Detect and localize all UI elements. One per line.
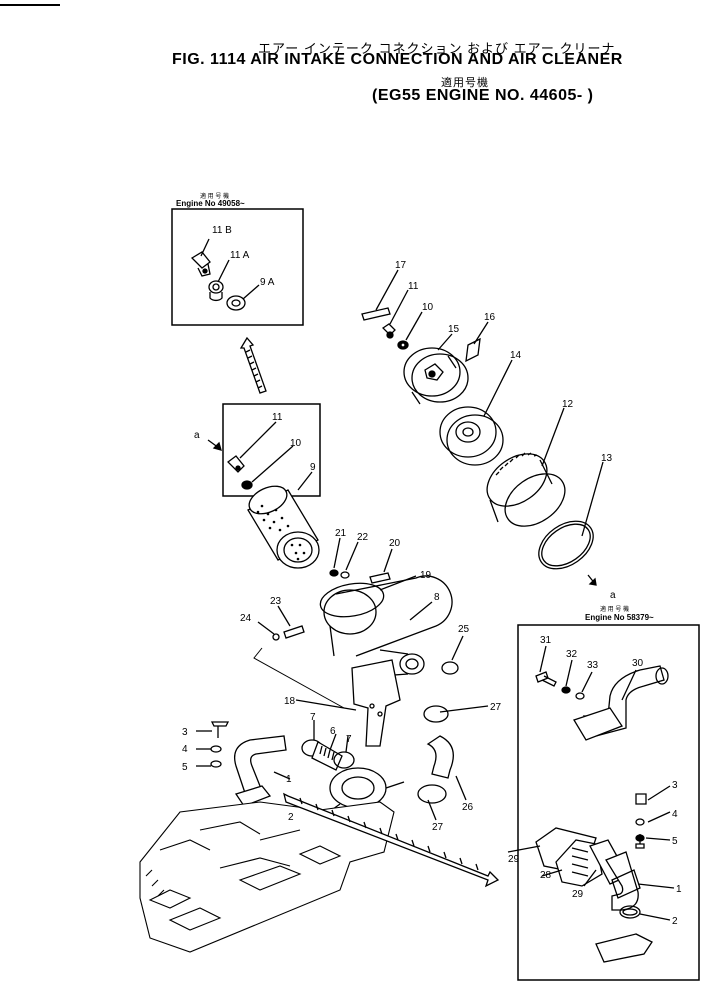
callout-25: 25: [458, 624, 470, 635]
top-inset: 適 用 号 機 Engine No 49058~: [171, 192, 304, 326]
callout-10-box: 10: [290, 438, 302, 449]
part-28-adapter: [555, 839, 603, 887]
callout-10-top: 10: [422, 302, 434, 313]
callout-13: 13: [601, 453, 613, 464]
callout-17: 17: [395, 260, 407, 271]
title-japanese: エアー インテーク コネクション および エアー クリーナ: [258, 41, 616, 56]
callout-4-right: 4: [672, 809, 678, 820]
callout-18: 18: [284, 696, 296, 707]
callout-11b: 11 B: [212, 225, 232, 236]
callout-9: 9: [310, 462, 316, 473]
hatched-arrow-up: [239, 336, 267, 394]
callout-29-right: 29: [572, 889, 584, 900]
callout-3: 3: [182, 727, 188, 738]
callout-30: 30: [632, 658, 644, 669]
part-26-hose: [426, 735, 454, 779]
callout-1-right: 1: [676, 884, 682, 895]
part-11-wingnut: [381, 323, 396, 339]
bolts-23-24: [257, 605, 305, 641]
figure-title: FIG. 1114 AIR INTAKE CONNECTION AND AIR …: [172, 51, 623, 68]
callout-31: 31: [540, 635, 552, 646]
callout-a-left: a: [194, 430, 200, 441]
callout-16: 16: [484, 312, 496, 323]
part-11b-wingbolt: [190, 251, 211, 277]
right-inset: 適 用 号 機 Engine No 58379~: [507, 605, 700, 981]
callout-9a: 9 A: [260, 277, 275, 288]
right-inset-label-en: Engine No 58379~: [585, 613, 654, 622]
callout-15: 15: [448, 324, 460, 335]
callout-27-lower: 27: [432, 822, 444, 833]
part-9-safety-element: [247, 471, 320, 569]
part-19-clamp-band: [319, 582, 385, 618]
part-1-elbow-right: [605, 851, 639, 911]
left-cap-box: [207, 403, 321, 497]
part-13-o-ring: [538, 520, 594, 570]
part-14-element-cover: [439, 406, 504, 466]
callout-32: 32: [566, 649, 578, 660]
applicable-label-jp: 適用号機: [441, 77, 489, 89]
bolts-20-21-22: [329, 537, 393, 584]
part-9a-washer: [226, 295, 246, 311]
callout-11-box: 11: [272, 412, 283, 423]
callout-21: 21: [335, 528, 347, 539]
hatched-arrow-diagonal: [283, 792, 500, 888]
callout-20: 20: [389, 538, 401, 549]
top-inset-label-en: Engine No 49058~: [176, 199, 245, 208]
callout-23: 23: [270, 596, 282, 607]
corner-rule: [0, 4, 60, 6]
callout-a-right: a: [610, 590, 616, 601]
callout-7-left: 7: [310, 712, 316, 723]
engine-number-subtitle: (EG55 ENGINE NO. 44605- ): [372, 87, 594, 104]
callout-28: 28: [540, 870, 552, 881]
callout-5: 5: [182, 762, 188, 773]
callout-3-right: 3: [672, 780, 678, 791]
part-17-label-plate: [361, 307, 391, 321]
part-8-air-cleaner-body: [323, 575, 459, 747]
callout-4: 4: [182, 744, 188, 755]
callout-1: 1: [286, 774, 292, 785]
part-27-hose-clamp-lower: [417, 784, 447, 804]
callout-2-right: 2: [672, 916, 678, 927]
callout-19: 19: [420, 570, 432, 581]
callout-33: 33: [587, 660, 599, 671]
part-10-washer: [397, 340, 409, 350]
callout-2: 2: [288, 812, 294, 823]
callout-26: 26: [462, 802, 474, 813]
top-inset-label-jp: 適 用 号 機: [200, 192, 229, 200]
part-15-cleaner-cap: [403, 347, 469, 405]
part-25-cap: [441, 661, 459, 675]
callout-11a: 11 A: [230, 250, 250, 261]
part-16-decal: [465, 337, 481, 363]
part-11a-nut: [208, 280, 224, 302]
part-1-elbow: [233, 735, 287, 803]
part-27-hose-clamp: [423, 705, 449, 723]
callout-6: 6: [330, 726, 336, 737]
callout-8: 8: [434, 592, 440, 603]
engine-block: [139, 801, 395, 953]
part-12-filter-element: [486, 452, 566, 527]
callout-29-left: 29: [508, 854, 520, 865]
callout-5-right: 5: [672, 836, 678, 847]
callout-11-top: 11: [408, 281, 419, 292]
cap-assembly: [361, 269, 604, 586]
callout-24: 24: [240, 613, 252, 624]
callout-27-upper: 27: [490, 702, 502, 713]
callout-22: 22: [357, 532, 369, 543]
callout-labels: 11 B 11 A 9 A 17 11 10 15 16 14 12 13 a …: [182, 225, 682, 927]
callout-7-right: 7: [346, 734, 352, 745]
callout-12: 12: [562, 399, 574, 410]
right-inset-label-jp: 適 用 号 機: [600, 605, 629, 613]
callout-14: 14: [510, 350, 522, 361]
